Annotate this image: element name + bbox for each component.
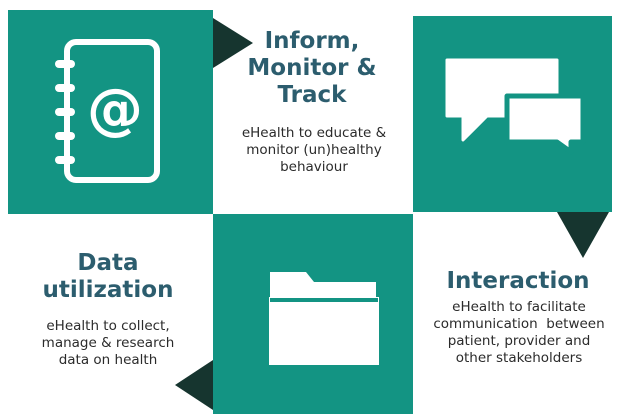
inform-title: Inform, Monitor & Track [232,28,392,109]
inform-title-line: Track [277,82,347,108]
inform-description-line: behaviour [280,159,348,175]
folder-icon [269,272,379,365]
data-utilization-description-line: manage & research [41,335,175,351]
inform-title-line: Monitor & [247,55,377,81]
inform-description-line: eHealth to educate & [241,125,387,141]
data-utilization-description-line: data on health [58,352,158,368]
inform-description-line: monitor (un)healthy [246,142,382,158]
interaction-description: eHealth to facilitate communication betw… [418,299,620,367]
data-utilization-title-line: Data [77,250,139,276]
data-utilization-title-line: utilization [42,277,174,303]
data-utilization-description-line: eHealth to collect, [46,318,170,334]
arrow-right-icon [213,18,253,68]
arrow-down-icon [557,212,609,258]
interaction-description-line: patient, provider and [447,333,591,349]
data-utilization-description: eHealth to collect, manage & research da… [10,318,206,369]
interaction-description-line: eHealth to facilitate [452,299,586,315]
at-symbol: @ [87,77,143,142]
inform-title-line: Inform, [264,28,360,54]
interaction-description-line: communication between [433,316,605,332]
arrow-left-icon [175,360,213,410]
address-book-at-icon: @ [55,39,160,183]
speech-bubbles-icon [445,58,586,155]
data-utilization-title: Data utilization [28,250,188,304]
interaction-description-line: other stakeholders [455,350,583,366]
interaction-title-line: Interaction [446,268,590,294]
interaction-title: Interaction [418,268,618,295]
inform-description: eHealth to educate & monitor (un)healthy… [217,125,411,176]
